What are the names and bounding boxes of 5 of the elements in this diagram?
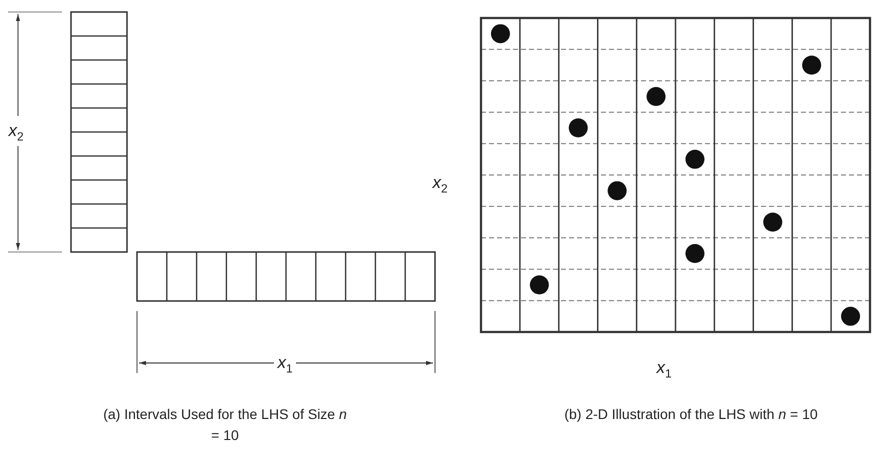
- axis-label: x$_{2}$: [431, 172, 449, 198]
- axis-label: x$_{2}$: [7, 120, 25, 146]
- figure-caption: (b) 2-D Illustration of the LHS with n = 10: [563, 405, 819, 424]
- axis-label: x$_{1}$: [655, 357, 673, 382]
- figure-caption: (a) Intervals Used for the LHS of Size n = 10: [102, 405, 348, 445]
